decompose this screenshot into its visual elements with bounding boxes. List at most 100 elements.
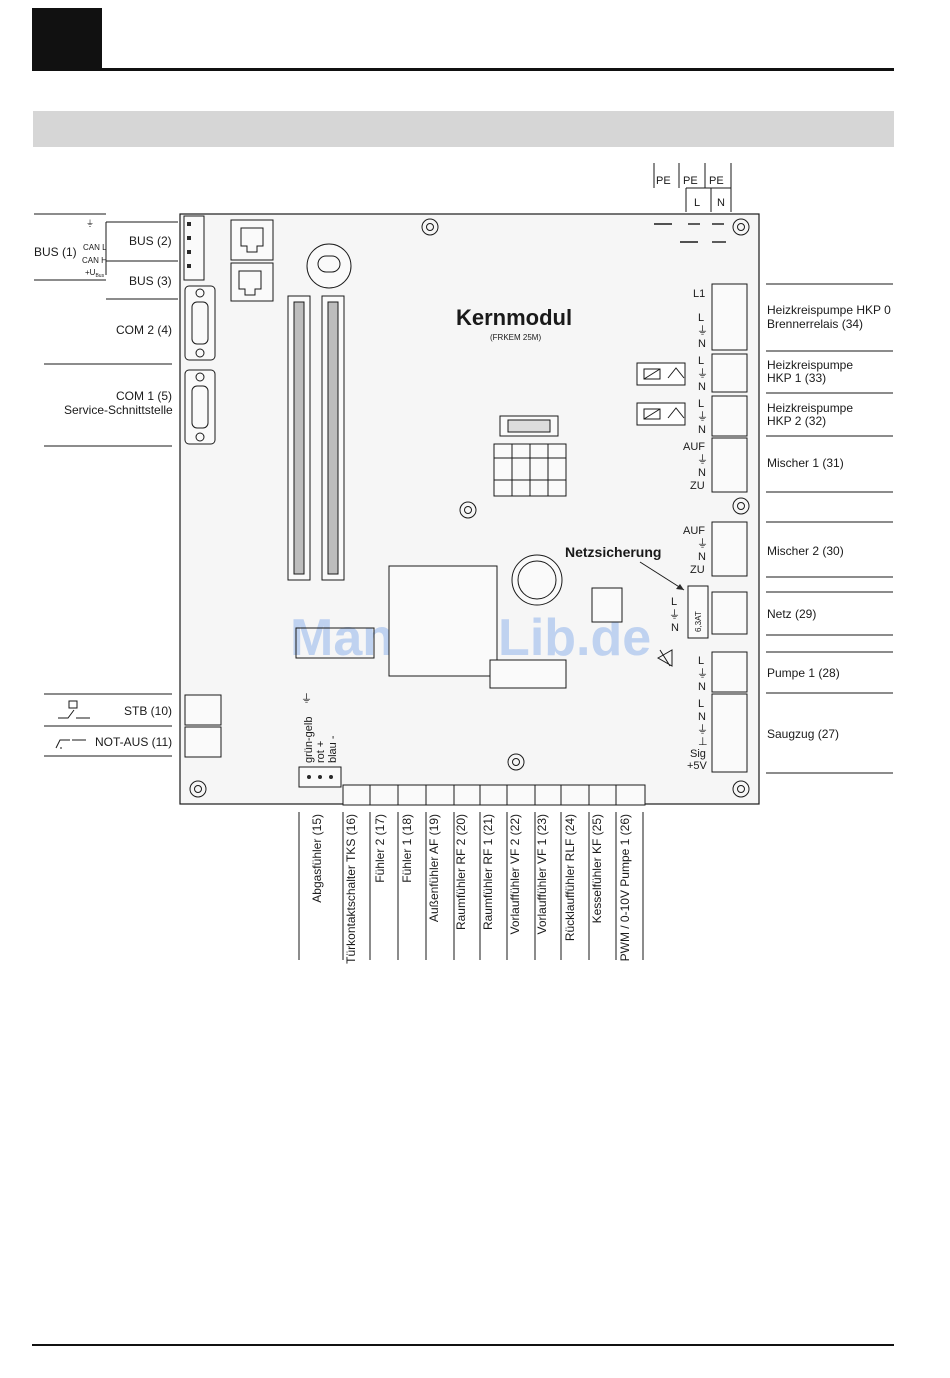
- pin-pe-m1: ⏚: [697, 453, 708, 466]
- can-l-label: CAN L: [83, 243, 107, 252]
- u-bus-sub: Bus: [95, 273, 104, 279]
- bottom-sensor-labels: Abgasfühler (15)Türkontaktschalter TKS (…: [298, 812, 644, 964]
- pin-zu-m1: ZU: [690, 480, 705, 492]
- center-components: [493, 415, 567, 497]
- stb-switch-symbol: [58, 709, 90, 719]
- hkp1-label-1: Heizkreispumpe: [767, 358, 853, 372]
- pe-label-2: PE: [683, 175, 698, 187]
- com1-label: COM 1 (5): [116, 389, 172, 403]
- bus3-label: BUS (3): [129, 274, 172, 288]
- wire-rot: rot +: [315, 741, 327, 763]
- pin-n-netz: N: [671, 622, 679, 634]
- hkp2-label-1: Heizkreispumpe: [767, 401, 853, 415]
- mains-fuse: [687, 585, 709, 639]
- u-bus-label: +UBus: [85, 268, 105, 279]
- pin-auf-m2: AUF: [683, 525, 705, 537]
- pin-l-sz: L: [698, 698, 704, 710]
- memory-slots: [287, 295, 345, 581]
- bottom-label-11: PWM / 0-10V Pumpe 1 (26): [618, 814, 632, 961]
- pumpe1-label: Pumpe 1 (28): [767, 666, 840, 680]
- pin-l-hkp0: L: [698, 312, 704, 324]
- pin-n-hkp2: N: [698, 424, 706, 436]
- hkp0-label-2: Brennerrelais (34): [767, 317, 863, 331]
- right-connectors: [711, 283, 748, 773]
- pin-zu-m2: ZU: [690, 564, 705, 576]
- transformer: [388, 565, 498, 677]
- stb-sensor-box: [68, 700, 78, 709]
- footer-rule: [32, 1344, 894, 1346]
- saugzug-label: Saugzug (27): [767, 727, 839, 741]
- abgas-wires: grün-gelb rot + blau - ⏚: [298, 692, 342, 788]
- com2-label: COM 2 (4): [116, 323, 172, 337]
- bus1-label: BUS (1): [34, 245, 77, 259]
- stb-notaus-connectors: [184, 694, 222, 758]
- pin-pe-hkp0: ⏚: [697, 324, 708, 337]
- right-pin-labels: L1 L ⏚ N L ⏚ N L ⏚ N AUF ⏚ N ZU AUF ⏚ N …: [669, 288, 708, 772]
- fuse-pointer-line: [639, 561, 685, 591]
- header-rule: [32, 68, 894, 71]
- pin-n-hkp1: N: [698, 381, 706, 393]
- wire-gruen-gelb: grün-gelb: [303, 717, 315, 763]
- bus-connectors: [183, 215, 274, 302]
- pin-n-m1: N: [698, 467, 706, 479]
- ground-symbol: ⏚: [86, 219, 94, 228]
- pin-5v-sz: +5V: [687, 760, 708, 772]
- wire-ground-symbol: ⏚: [301, 692, 312, 705]
- bottom-label-7: Vorlauffühler VF 2 (22): [508, 814, 522, 935]
- pin-l-netz: L: [671, 596, 677, 608]
- mischer1-label: Mischer 1 (31): [767, 456, 844, 470]
- bottom-label-8: Vorlauffühler VF 1 (23): [535, 814, 549, 935]
- hkp0-label-1: Heizkreispumpe HKP 0: [767, 303, 891, 317]
- bottom-label-4: Außenfühler AF (19): [427, 814, 441, 922]
- pin-n-hkp0: N: [698, 338, 706, 350]
- can-h-label: CAN H: [82, 256, 107, 265]
- pe-label-1: PE: [656, 175, 671, 187]
- hkp1-label-2: HKP 1 (33): [767, 371, 826, 385]
- left-labels: BUS (1) ⏚ CAN L CAN H +UBus BUS (2) BUS …: [34, 213, 178, 757]
- bottom-label-10: Kesselfühler KF (25): [590, 814, 604, 923]
- relay-small: [591, 587, 623, 623]
- pin-pe-m2: ⏚: [697, 537, 708, 550]
- board-outline: [179, 213, 760, 805]
- relay-symbols: [636, 362, 686, 667]
- board-title: Kernmodul: [456, 305, 572, 330]
- service-label: Service-Schnittstelle: [64, 403, 173, 417]
- pin-pe-p1: ⏚: [697, 667, 708, 680]
- ic-strip: [295, 627, 375, 659]
- pin-pe-netz: ⏚: [669, 608, 680, 621]
- bottom-connector-strip: [342, 784, 646, 806]
- bottom-label-9: Rücklauffühler RLF (24): [563, 814, 577, 941]
- mounting-holes: [189, 218, 750, 798]
- bottom-label-2: Fühler 2 (17): [373, 814, 387, 883]
- hkp2-label-2: HKP 2 (32): [767, 414, 826, 428]
- pin-auf-m1: AUF: [683, 441, 705, 453]
- bottom-label-3: Fühler 1 (18): [400, 814, 414, 883]
- pin-pe-sz: ⏚: [697, 723, 708, 736]
- pin-l-hkp1: L: [698, 355, 704, 367]
- heatsink-bottom: [489, 659, 567, 689]
- capacitor: [511, 554, 563, 606]
- pin-sig-sz: Sig: [690, 748, 706, 760]
- fuse-value: 6,3AT: [694, 611, 703, 632]
- bus2-rj-jack: [230, 219, 274, 261]
- bottom-label-6: Raumfühler RF 1 (21): [481, 814, 495, 930]
- pin-l-hkp2: L: [698, 398, 704, 410]
- pin-n-m2: N: [698, 551, 706, 563]
- u-bus-main: +U: [85, 268, 96, 277]
- stb-label: STB (10): [124, 704, 172, 718]
- pin-l-p1: L: [698, 655, 704, 667]
- top-n-label: N: [717, 197, 725, 209]
- pin-pe-hkp2: ⏚: [697, 410, 708, 423]
- bus2-label: BUS (2): [129, 234, 172, 248]
- top-l-label: L: [694, 197, 700, 209]
- battery: [306, 243, 352, 289]
- sensor-terminal-block: [342, 784, 646, 806]
- com-ports: [184, 285, 216, 445]
- pin-l1: L1: [693, 288, 705, 300]
- triac-symbol: [656, 649, 673, 667]
- pe-label-3: PE: [709, 175, 724, 187]
- bottom-label-1: Türkontaktschalter TKS (16): [344, 814, 358, 964]
- notaus-connector: [184, 726, 222, 758]
- top-pe-terminals: PE PE PE L N: [653, 163, 732, 212]
